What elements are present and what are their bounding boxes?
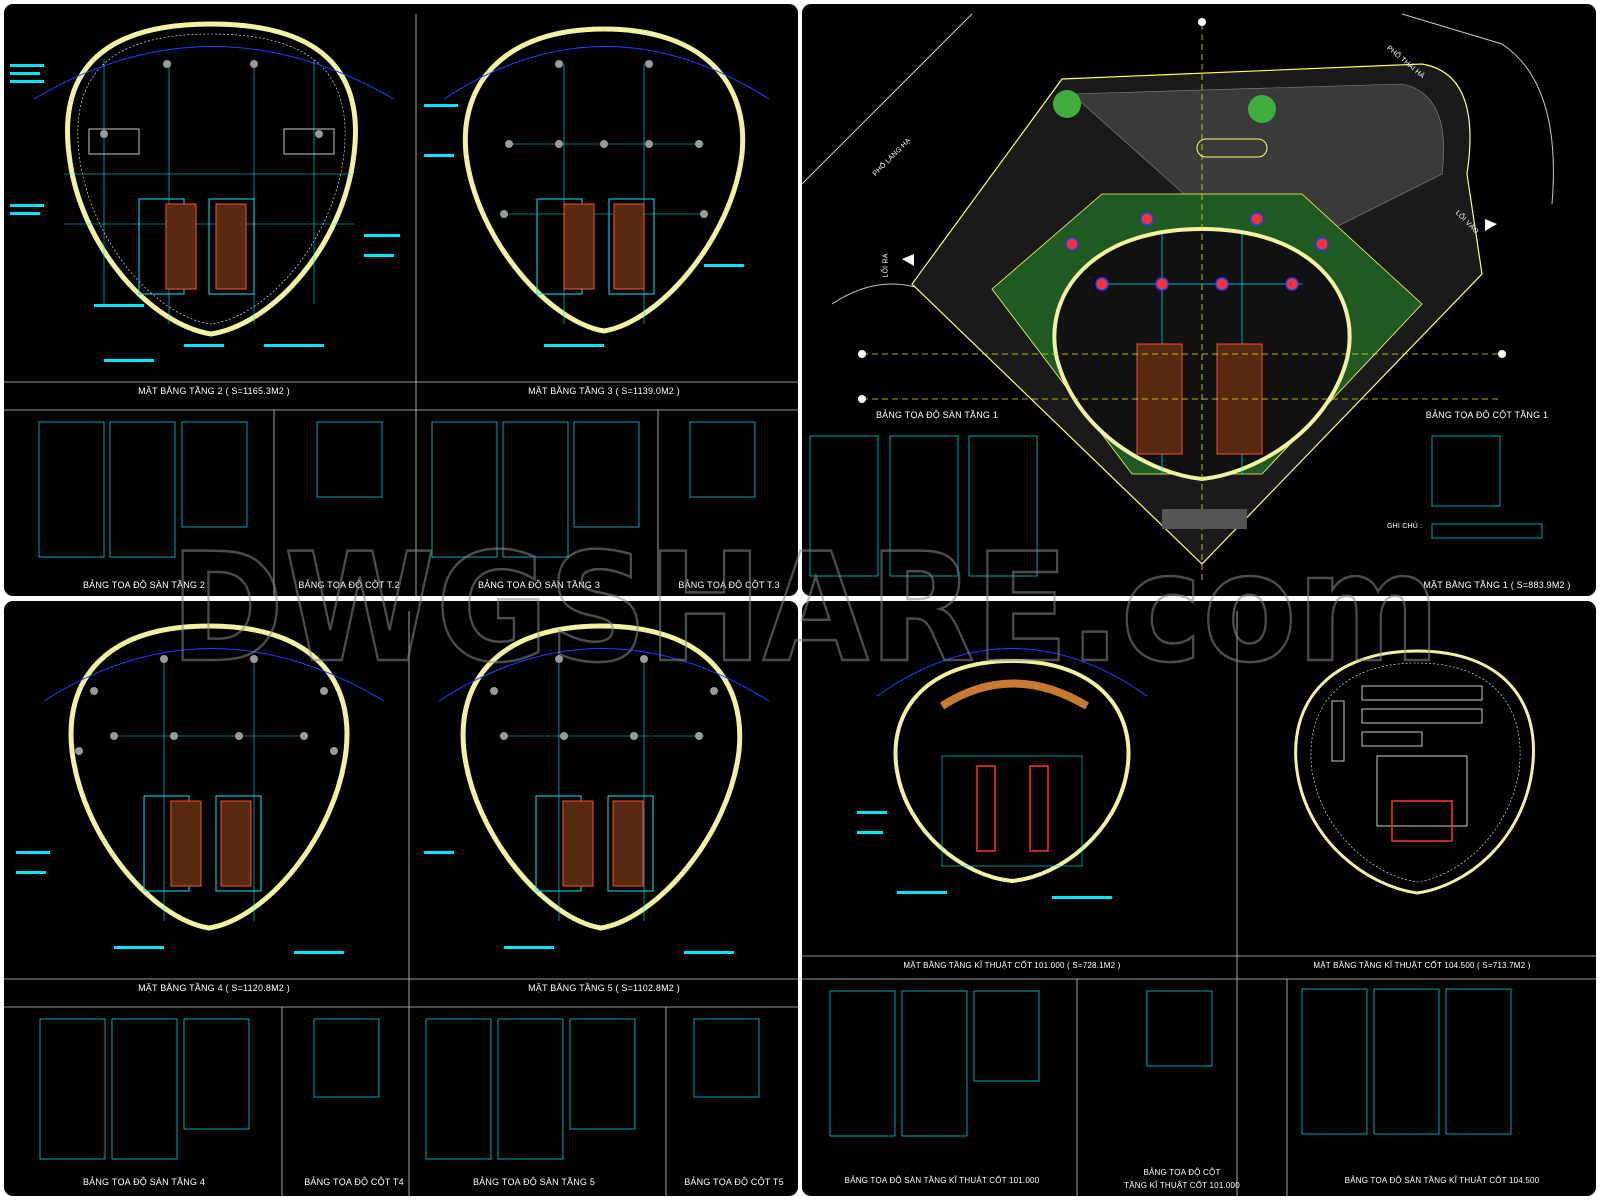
plan-technical-104 bbox=[1294, 649, 1535, 895]
plan-title-floor-1: MẶT BẰNG TẦNG 1 ( S=883.9M2 ) bbox=[1423, 580, 1571, 590]
table-title-columns-technical-2: TẦNG KĨ THUẬT CỐT 101.000 bbox=[1124, 1181, 1240, 1190]
plan-floor-5 bbox=[424, 623, 770, 954]
table-title-floor-1: BẢNG TỌA ĐỘ SÀN TẦNG 1 bbox=[875, 410, 999, 420]
coordinate-tables-4-5 bbox=[39, 1018, 760, 1160]
table-title-technical-104: BẢNG TỌA ĐỘ SÀN TẦNG KĨ THUẬT CỐT 104.50… bbox=[1344, 1176, 1540, 1185]
coordinate-tables-technical bbox=[829, 988, 1512, 1137]
panel-site-floor-1: PHỐ LÁNG HẠ PHỐ THÁI HÀ LỐI RA LỐI VÀO B… bbox=[802, 4, 1596, 596]
plan-technical-101 bbox=[857, 648, 1148, 899]
panel-floors-2-3: MẶT BẰNG TẦNG 2 ( S=1165.3M2 ) MẶT BẰNG … bbox=[4, 4, 798, 596]
plan-floor-2 bbox=[10, 21, 400, 362]
plan-title-technical-104: MẶT BẰNG TẦNG KĨ THUẬT CỐT 104.500 ( S=7… bbox=[1313, 961, 1531, 970]
plan-floor-3 bbox=[424, 26, 770, 347]
table-title-columns-5: BẢNG TỌA ĐỘ CỘT T5 bbox=[684, 1177, 784, 1187]
floor-plans-2-3-drawing bbox=[4, 14, 798, 596]
technical-floor-plans-drawing bbox=[802, 611, 1596, 1196]
panel-technical-floors: MẶT BẰNG TẦNG KĨ THUẬT CỐT 101.000 ( S=7… bbox=[802, 601, 1596, 1196]
coordinate-tables-2-3 bbox=[38, 421, 756, 558]
table-title-columns-3: BẢNG TỌA ĐỘ CỘT T.3 bbox=[678, 580, 780, 590]
table-title-floor-4: BẢNG TỌA ĐỘ SÀN TẦNG 4 bbox=[82, 1177, 206, 1187]
table-title-floor-2: BẢNG TỌA ĐỘ SÀN TẦNG 2 bbox=[82, 580, 206, 590]
plan-title-floor-3: MẶT BẰNG TẦNG 3 ( S=1139.0M2 ) bbox=[528, 386, 680, 396]
plan-title-floor-5: MẶT BẰNG TẦNG 5 ( S=1102.8M2 ) bbox=[528, 983, 680, 993]
panel-floors-4-5: MẶT BẰNG TẦNG 4 ( S=1120.8M2 ) MẶT BẰNG … bbox=[4, 601, 798, 1196]
table-title-technical-101: BẢNG TỌA ĐỘ SÀN TẦNG KĨ THUẬT CỐT 101.00… bbox=[844, 1176, 1040, 1185]
note-label: GHI CHÚ : bbox=[1387, 523, 1423, 530]
table-title-columns-4: BẢNG TỌA ĐỘ CỘT T4 bbox=[304, 1177, 404, 1187]
plan-floor-4 bbox=[16, 623, 385, 954]
floor-plans-4-5-drawing bbox=[4, 611, 798, 1196]
table-title-floor-5: BẢNG TỌA ĐỘ SÀN TẦNG 5 bbox=[472, 1177, 596, 1187]
site-plan-floor-1-drawing bbox=[802, 13, 1554, 584]
table-title-columns-1: BẢNG TỌA ĐỘ CỘT TẦNG 1 bbox=[1425, 410, 1549, 420]
table-title-columns-2: BẢNG TỌA ĐỘ CỘT T.2 bbox=[298, 580, 400, 590]
table-title-columns-technical-1: BẢNG TỌA ĐỘ CỘT bbox=[1143, 1168, 1221, 1177]
plan-title-floor-4: MẶT BẰNG TẦNG 4 ( S=1120.8M2 ) bbox=[138, 983, 290, 993]
coordinate-tables-1 bbox=[809, 435, 1543, 577]
table-title-floor-3: BẢNG TỌA ĐỘ SÀN TẦNG 3 bbox=[477, 580, 601, 590]
plan-title-technical-101: MẶT BẰNG TẦNG KĨ THUẬT CỐT 101.000 ( S=7… bbox=[903, 961, 1121, 970]
exit-label: LỐI RA bbox=[882, 253, 890, 278]
plan-title-floor-2: MẶT BẰNG TẦNG 2 ( S=1165.3M2 ) bbox=[138, 386, 290, 396]
